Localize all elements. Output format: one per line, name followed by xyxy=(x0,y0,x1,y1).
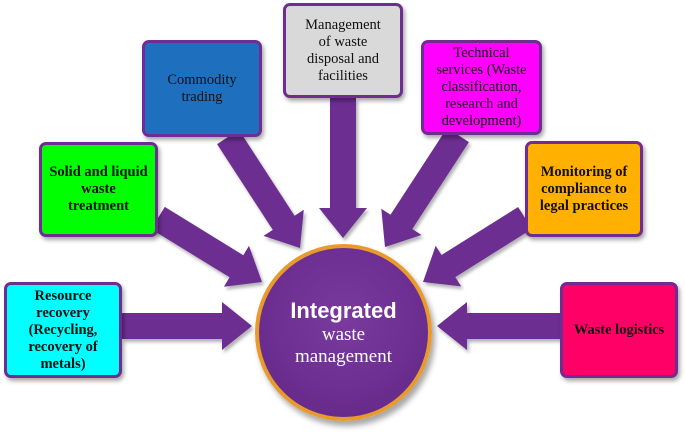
arrow-from-solid-liquid xyxy=(151,206,262,287)
arrow-from-waste-disposal xyxy=(319,98,367,238)
center-subtitle-line-2: management xyxy=(294,345,393,367)
arrow-from-resource-recovery xyxy=(122,302,252,350)
arrow-from-technical-services xyxy=(381,127,469,247)
arrow-from-waste-logistics xyxy=(437,302,560,350)
center-subtitle-line-1: waste xyxy=(321,323,366,345)
waste-logistics-box: Waste logistics xyxy=(560,282,678,378)
arrow-from-commodity-trading xyxy=(217,129,304,248)
center-title: Integrated xyxy=(290,297,397,323)
arrow-from-compliance xyxy=(423,207,532,287)
integrated-waste-management-circle: Integrated waste management xyxy=(255,244,432,421)
waste-logistics-label: Waste logistics xyxy=(573,321,665,338)
